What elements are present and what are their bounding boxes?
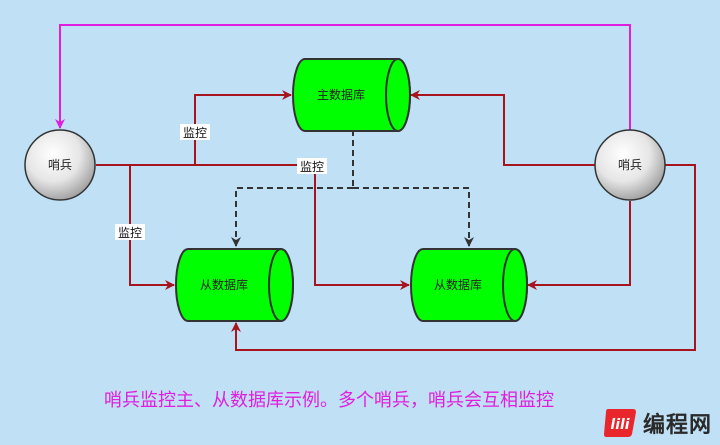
- replication-to-right-slave: [353, 187, 474, 247]
- edge-label-monitor-slave-right-text: 监控: [300, 160, 324, 174]
- master-database: 主数据库: [292, 58, 411, 132]
- logo-mark-text: lili: [610, 417, 629, 433]
- right-monitor-left-slave-arrow: [231, 164, 696, 351]
- edge-label-monitor-slave-right: 监控: [297, 158, 327, 174]
- edge-label-monitor-slave-left-text: 监控: [118, 226, 142, 240]
- sentinel-left: 哨兵: [24, 129, 96, 201]
- logo-text: 编程网: [642, 413, 712, 438]
- sentinel-left-label: 哨兵: [48, 157, 72, 172]
- logo-mark-icon: lili: [603, 409, 636, 437]
- edge-label-monitor-master: 监控: [180, 124, 210, 140]
- edge-label-monitor-slave-left: 监控: [115, 224, 145, 240]
- left-monitor-master-arrow: [194, 90, 292, 165]
- slave-database-left: 从数据库: [175, 248, 294, 322]
- right-monitor-master-arrow: [410, 90, 595, 166]
- left-monitor-left-slave-arrow: [129, 165, 175, 290]
- edge-label-monitor-master-text: 监控: [183, 126, 207, 140]
- master-database-label: 主数据库: [317, 87, 365, 102]
- replication-to-left-slave: [231, 187, 353, 247]
- slave-database-right-label: 从数据库: [434, 277, 482, 292]
- slave-database-right: 从数据库: [410, 248, 528, 322]
- replication-lines: [231, 130, 474, 247]
- diagram-caption: 哨兵监控主、从数据库示例。多个哨兵，哨兵会互相监控: [104, 390, 554, 411]
- slave-database-left-label: 从数据库: [200, 277, 248, 292]
- right-monitor-right-slave-arrow: [527, 201, 631, 290]
- left-sentinel-monitor-lines: [96, 90, 410, 290]
- sentinel-right-label: 哨兵: [618, 157, 642, 172]
- left-monitor-right-slave-arrow: [314, 165, 410, 290]
- sentinel-right: 哨兵: [594, 129, 666, 201]
- site-logo: lili 编程网: [603, 407, 712, 439]
- sentinel-link-arrow: [55, 24, 631, 131]
- right-sentinel-monitor-lines: [231, 90, 696, 351]
